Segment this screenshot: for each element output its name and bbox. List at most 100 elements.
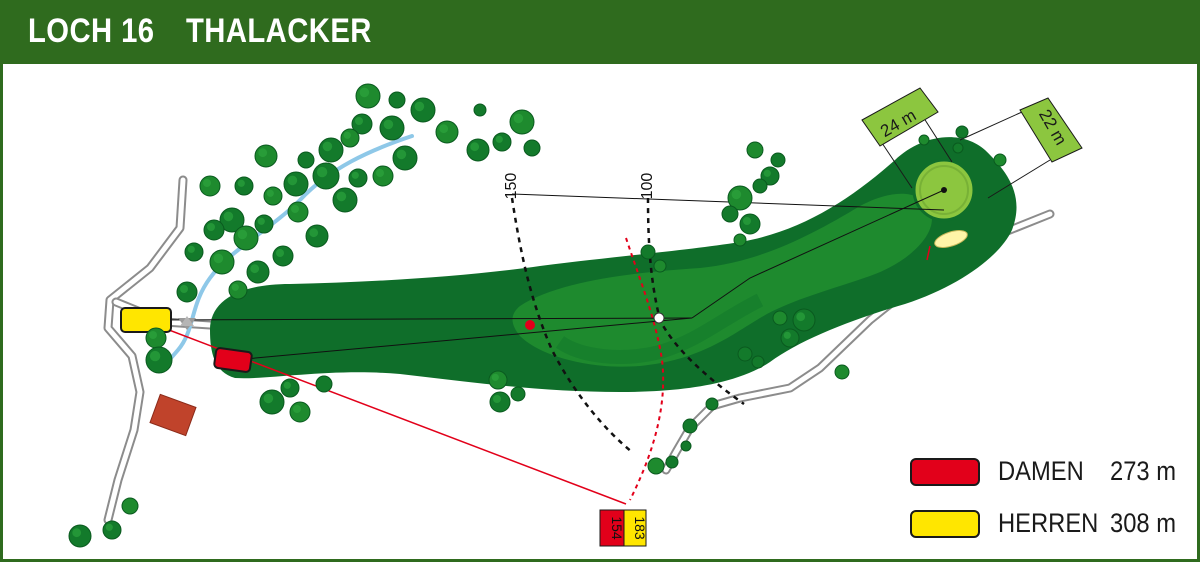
- legend-ladies: DAMEN 273 m: [910, 456, 1185, 487]
- tree-icon: [121, 497, 139, 515]
- green-width-marker: 24 m: [861, 87, 953, 189]
- tree-highlight: [383, 119, 394, 130]
- tree-icon: [233, 225, 259, 251]
- tree-highlight: [343, 131, 351, 139]
- tree-highlight: [258, 148, 268, 158]
- tree-icon: [388, 91, 406, 109]
- arc-100-label: 100: [639, 173, 656, 200]
- tree-highlight: [309, 228, 319, 238]
- tree-icon: [752, 178, 768, 194]
- tree-icon: [952, 142, 964, 154]
- tree-highlight: [257, 217, 265, 225]
- tree-icon: [523, 139, 541, 157]
- tree-icon: [435, 120, 459, 144]
- tree-icon: [492, 132, 512, 152]
- green-depth-marker: 22 m: [959, 97, 1083, 199]
- hole-number: LOCH 16: [28, 12, 155, 50]
- frame-left: [0, 64, 3, 562]
- tree-icon: [176, 281, 198, 303]
- tree-highlight: [207, 223, 215, 231]
- tree-highlight: [293, 405, 301, 413]
- tree-icon: [682, 418, 698, 434]
- tree-highlight: [237, 179, 245, 187]
- tree-icon: [283, 171, 309, 197]
- tree-icon: [473, 103, 487, 117]
- tree-icon: [145, 327, 167, 349]
- tree-highlight: [291, 205, 299, 213]
- tree-highlight: [493, 395, 501, 403]
- header-bar: LOCH 16 THALACKER: [0, 0, 1200, 64]
- tree-icon: [955, 125, 969, 139]
- tree-highlight: [359, 87, 370, 98]
- tree-icon: [355, 83, 381, 109]
- tree-icon: [209, 249, 235, 275]
- tree-icon: [665, 455, 679, 469]
- tree-highlight: [376, 169, 384, 177]
- men-play-line: [147, 317, 693, 321]
- rough: [210, 137, 1017, 392]
- tree-highlight: [414, 101, 425, 112]
- tree-highlight: [783, 331, 791, 339]
- tree-icon: [203, 219, 225, 241]
- tree-highlight: [743, 217, 751, 225]
- tree-highlight: [355, 117, 363, 125]
- tree-highlight: [336, 191, 347, 202]
- arc-150-label: 150: [503, 173, 520, 200]
- tree-icon: [297, 151, 315, 169]
- tree-icon: [287, 201, 309, 223]
- legend-men-label: HERREN: [998, 508, 1099, 538]
- tree-icon: [340, 128, 360, 148]
- tree-highlight: [203, 179, 211, 187]
- tree-highlight: [149, 331, 157, 339]
- tree-highlight: [266, 189, 274, 197]
- tree-icon: [792, 308, 816, 332]
- tree-icon: [489, 391, 511, 413]
- frame-right: [1197, 64, 1200, 562]
- tree-highlight: [276, 249, 284, 257]
- tree-icon: [246, 260, 270, 284]
- tree-icon: [184, 242, 204, 262]
- tree-icon: [918, 134, 930, 146]
- tree-icon: [993, 153, 1007, 167]
- tree-icon: [510, 386, 526, 402]
- ladies-swatch: [910, 457, 980, 486]
- arc-150: [510, 197, 633, 453]
- tree-icon: [312, 162, 340, 190]
- approach-line: [691, 189, 945, 319]
- tree-icon: [392, 145, 418, 171]
- tree-icon: [102, 520, 122, 540]
- tree-highlight: [213, 253, 224, 264]
- fairway: [512, 193, 932, 367]
- tree-icon: [289, 401, 311, 423]
- tree-highlight: [149, 350, 161, 362]
- bunker: [934, 230, 968, 248]
- tree-icon: [751, 355, 765, 369]
- men-distance-label: 183: [632, 516, 648, 540]
- tree-highlight: [105, 523, 113, 531]
- legend-men: HERREN 308 m: [910, 508, 1185, 539]
- ladies-distance-label: 154: [609, 516, 625, 540]
- tree-icon: [488, 370, 508, 390]
- legend-ladies-distance: 273 m: [1110, 456, 1177, 486]
- tree-icon: [332, 187, 358, 213]
- tree-icon: [772, 310, 788, 326]
- ladies-layup-point: [525, 320, 535, 330]
- tree-icon: [705, 397, 719, 411]
- tree-icon: [640, 244, 656, 260]
- tree-icon: [680, 440, 692, 452]
- tree-highlight: [287, 175, 298, 186]
- tree-icon: [770, 152, 786, 168]
- tree-icon: [272, 245, 294, 267]
- tree-icon: [647, 457, 665, 475]
- tree-icon: [234, 176, 254, 196]
- tree-highlight: [322, 141, 333, 152]
- tree-icon: [199, 175, 221, 197]
- tree-icon: [318, 137, 344, 163]
- tree-highlight: [491, 373, 499, 381]
- tree-icon: [263, 186, 283, 206]
- tree-icon: [145, 346, 173, 374]
- tree-highlight: [250, 264, 260, 274]
- tree-icon: [834, 364, 850, 380]
- tree-icon: [737, 346, 753, 362]
- tree-icon: [739, 213, 761, 235]
